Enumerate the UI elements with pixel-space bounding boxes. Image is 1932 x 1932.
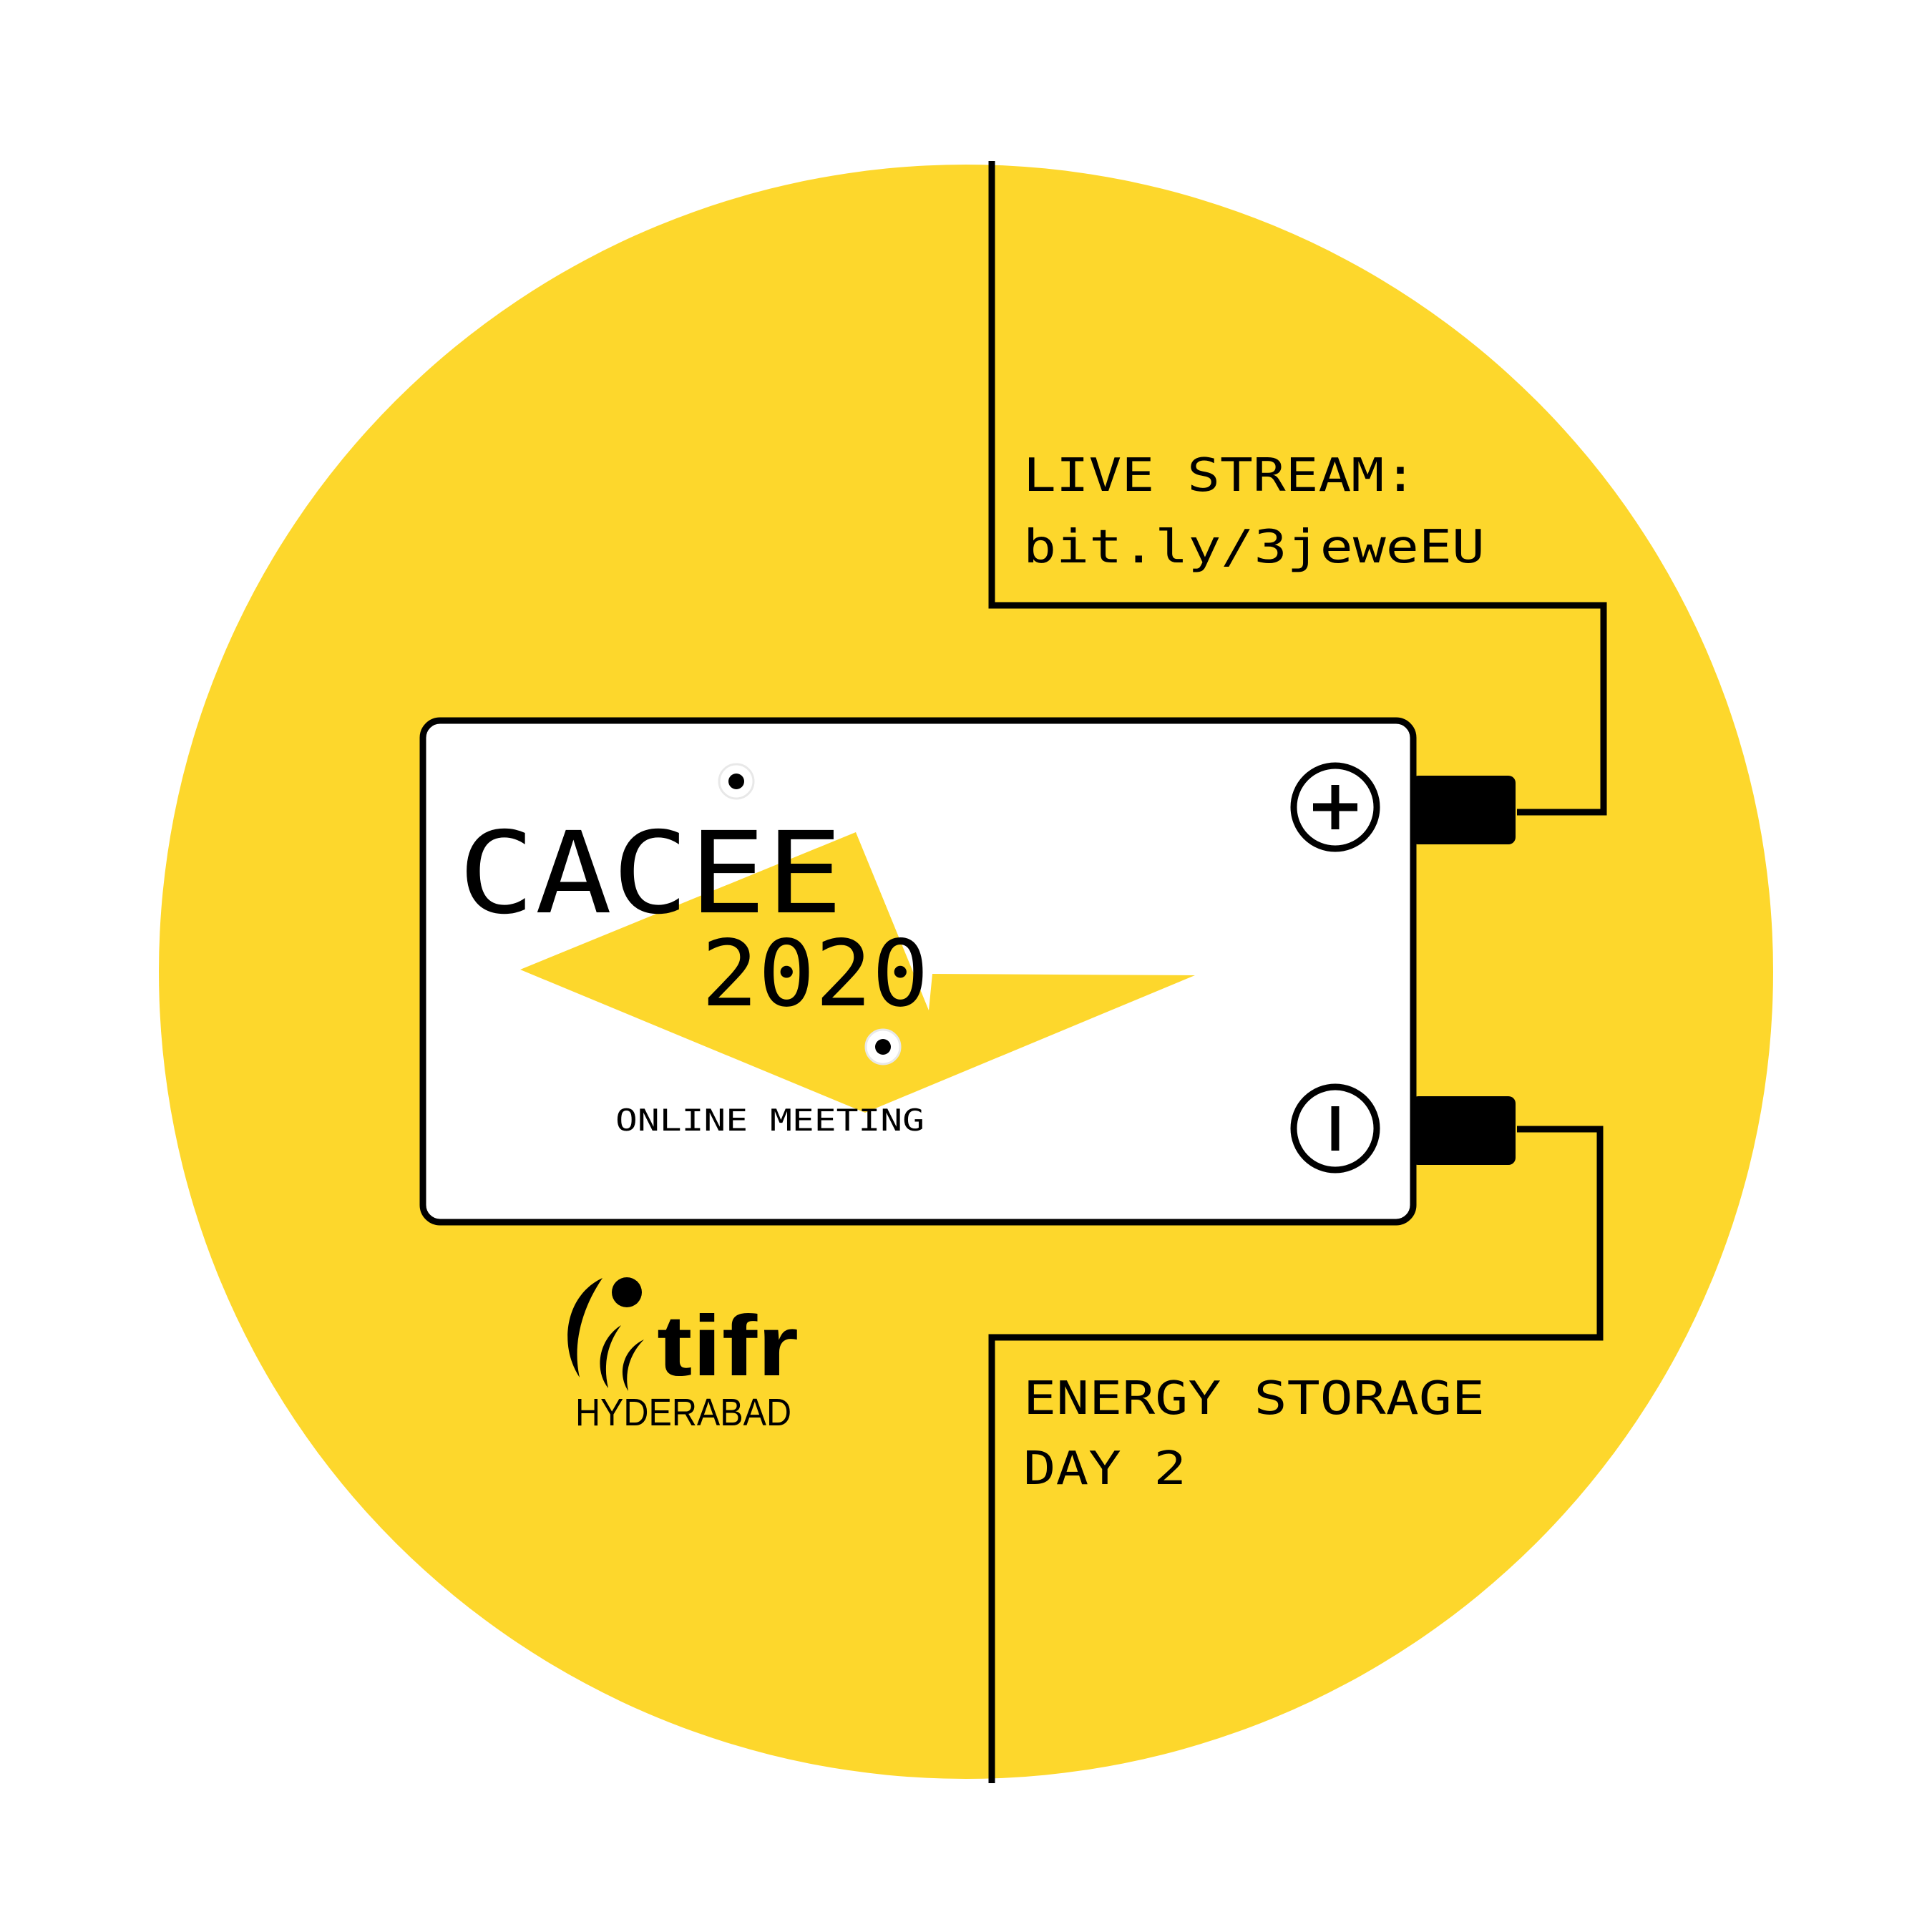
tifr-emblem-icon	[567, 1277, 644, 1391]
battery-body	[419, 717, 1417, 1226]
wire-negative	[988, 1126, 1604, 1783]
terminal-post-negative	[1411, 1096, 1516, 1165]
wire-positive	[988, 161, 1607, 816]
event-format: ONLINE MEETING	[615, 1103, 924, 1138]
tifr-city: HYDERABAD	[575, 1391, 791, 1434]
plus-icon	[1290, 762, 1380, 852]
lightning-bolt-icon	[520, 832, 1195, 1113]
terminal-post-positive	[1411, 776, 1516, 844]
tifr-logo: tifr HYDERABAD	[567, 1277, 799, 1434]
event-year: 2020	[701, 921, 929, 1028]
screw-bottom	[864, 1028, 902, 1065]
screw-top	[718, 763, 755, 800]
tifr-wordmark: tifr	[657, 1298, 799, 1394]
live-stream-link[interactable]: bit.ly/3jeweEU	[1023, 521, 1485, 574]
session-topic: ENERGY STORAGE	[1023, 1372, 1485, 1425]
minus-icon	[1290, 1083, 1380, 1174]
session-day: DAY 2	[1023, 1443, 1186, 1496]
event-title: CACEE	[458, 808, 843, 940]
live-stream-label: LIVE STREAM:	[1023, 449, 1417, 502]
